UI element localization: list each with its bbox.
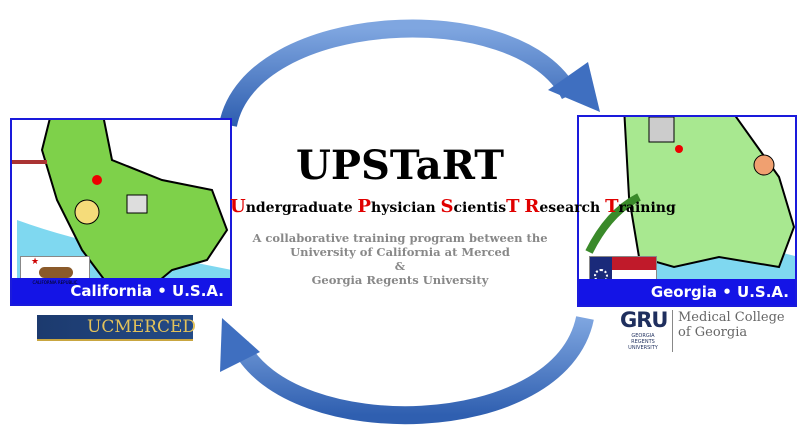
gru-small-text: GEORGIA REGENTS UNIVERSITY — [628, 333, 658, 351]
california-panel: ★ CALIFORNIA REPUBLIC California • U.S.A… — [10, 118, 232, 306]
flag-text: CALIFORNIA REPUBLIC — [32, 280, 78, 285]
subtitle-word: ndergraduate — [245, 200, 358, 216]
top-arrow — [219, 19, 600, 128]
acronym-letter: P — [357, 196, 372, 217]
gru-logo: GRU GEORGIA REGENTS UNIVERSITY Medical C… — [620, 308, 800, 354]
subtitle-word: raining — [618, 200, 676, 216]
acronym-letter: T — [605, 196, 619, 217]
bottom-arrow — [220, 315, 594, 425]
acronym-letter: U — [230, 196, 246, 217]
program-description: A collaborative training program between… — [230, 231, 570, 287]
subtitle-word: cientis — [453, 200, 507, 216]
star-icon: ★ — [31, 257, 40, 267]
california-label: California • U.S.A. — [12, 278, 230, 304]
subtitle-word: esearch — [539, 200, 606, 216]
subtitle-word: hysician — [371, 200, 441, 216]
acronym-letter: T — [506, 196, 520, 217]
program-subtitle: Undergraduate Physician ScientisT Resear… — [230, 196, 676, 217]
gru-mark: GRU — [620, 308, 668, 332]
gru-line: of Georgia — [678, 325, 748, 340]
ucmerced-logo: UCMERCED — [37, 315, 196, 341]
georgia-panel: Georgia • U.S.A. — [577, 115, 797, 307]
ucmerced-logo-text: UCMERCED — [87, 317, 196, 337]
bear-icon — [39, 267, 73, 278]
acronym-letter: R — [524, 196, 540, 217]
gru-divider — [672, 310, 673, 352]
program-info: UPSTaRT Undergraduate Physician Scientis… — [230, 140, 676, 287]
program-title: UPSTaRT — [295, 142, 504, 189]
description-line: Georgia Regents University — [311, 273, 489, 287]
acronym-letter: S — [440, 196, 454, 217]
gru-line: Medical College — [678, 310, 785, 325]
georgia-label: Georgia • U.S.A. — [579, 279, 795, 305]
description-line: A collaborative training program between… — [252, 231, 548, 245]
description-line: University of California at Merced — [290, 245, 510, 259]
gru-college-name: Medical College of Georgia — [678, 310, 785, 340]
description-line: & — [394, 259, 406, 273]
